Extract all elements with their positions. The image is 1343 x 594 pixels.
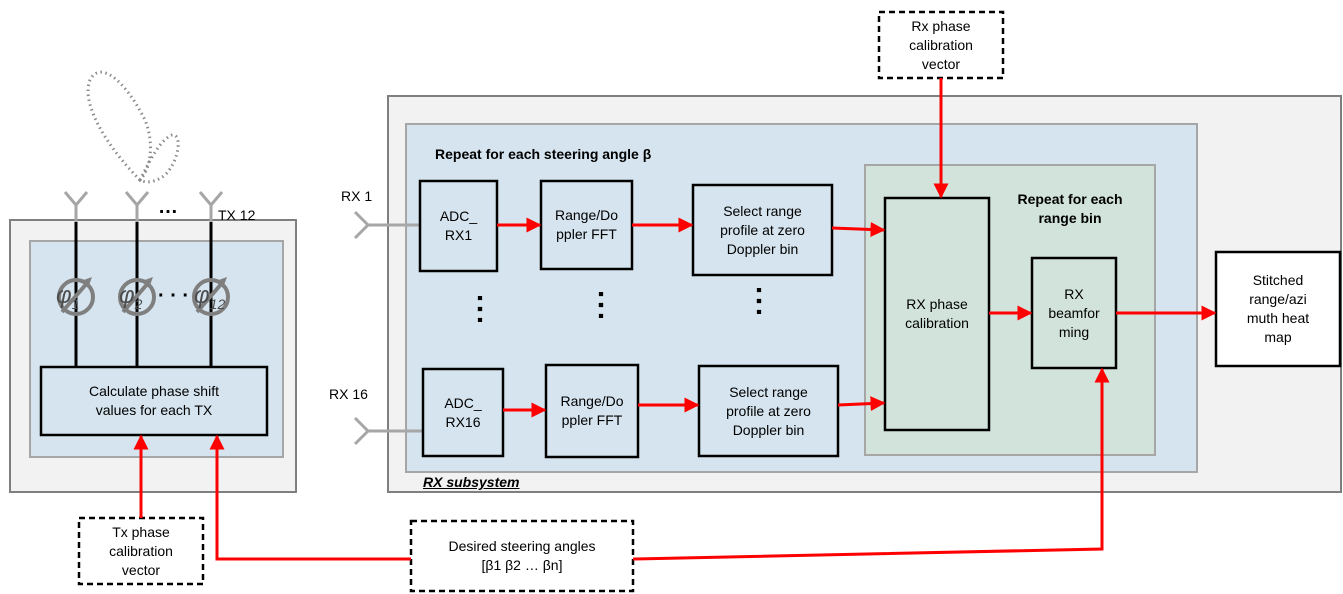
- beamforming-box: [1030, 256, 1118, 370]
- vdots-adc: ::: [470, 287, 490, 328]
- select-rx16-text: Select range profile at zero Doppler bin: [726, 383, 811, 438]
- tx12-label: TX 12: [218, 207, 256, 223]
- rx-calibration-vector-text: Rx phase calibration vector: [909, 17, 973, 72]
- adc-rx1-text: ADC_ RX1: [439, 208, 478, 243]
- rx-antenna-icon: [353, 210, 422, 446]
- steering-angles-text: Desired steering angles [β1 β2 … βn]: [448, 538, 596, 573]
- vdots-select-b: :: [754, 288, 764, 321]
- signal-arrows: [133, 78, 1217, 561]
- select-rx16-box: [697, 364, 840, 458]
- vdots-select: ::: [749, 279, 769, 320]
- phi-sub-2: 2: [134, 295, 143, 312]
- tx-calibration-vector-box: [77, 516, 205, 586]
- rx-blocks: [418, 179, 840, 459]
- phi-sub-12: 12: [209, 295, 226, 312]
- adc-rx16-text: ADC_ RX16: [444, 394, 482, 430]
- phase-symbol-2: φ2: [119, 282, 142, 312]
- tx-ellipsis: …: [158, 196, 178, 218]
- vdots-adc-b: :: [475, 296, 485, 329]
- adc-rx16-box: [421, 367, 505, 458]
- phase-symbol-1: φ1: [56, 282, 79, 312]
- phase-calibration-box: [883, 196, 991, 432]
- steering-angles-box: [409, 519, 635, 593]
- fft-rx16-box: [544, 363, 640, 459]
- calc-phase-shift-text: Calculate phase shift values for each TX: [89, 383, 219, 418]
- phase-calibration-text: RX phase calibration: [905, 296, 969, 331]
- phi-sub-1: 1: [71, 295, 80, 312]
- phase-symbol-12: φ12: [194, 282, 225, 312]
- fft-rx1-box: [539, 179, 634, 271]
- vdots-fft: ::: [591, 283, 611, 324]
- rx16-label: RX 16: [329, 386, 368, 402]
- antenna-icon: [63, 191, 224, 222]
- heatmap-output-box: [1214, 250, 1342, 368]
- vdots-select-a: :: [754, 277, 764, 310]
- select-rx1-box: [691, 183, 834, 277]
- rx1-label: RX 1: [341, 188, 373, 204]
- fft-rx1-text: Range/Do ppler FFT: [554, 207, 619, 242]
- phi-glyph-1: φ: [56, 282, 72, 309]
- rx-subsystem-title: RX subsystem: [423, 474, 520, 490]
- beam-pattern-icon: [86, 70, 180, 184]
- phi-glyph-12: φ: [194, 282, 210, 309]
- heatmap-output-text: Stitched range/azi muth heat map: [1246, 272, 1310, 345]
- repeat-steering-label: Repeat for each steering angle β: [435, 146, 652, 162]
- vdots-fft-a: :: [596, 281, 606, 314]
- tx-calibration-vector-text: Tx phase calibration vector: [109, 523, 173, 578]
- vdots-adc-a: :: [475, 285, 485, 318]
- vdots-fft-b: :: [596, 292, 606, 325]
- beamforming-text: RX beamfor ming: [1048, 285, 1100, 340]
- adc-rx1-box: [418, 179, 499, 273]
- phi-glyph-2: φ: [119, 282, 135, 309]
- phase-ellipsis: · · ·: [158, 285, 190, 307]
- repeat-range-label: Repeat for each range bin: [1017, 191, 1123, 226]
- select-rx1-text: Select range profile at zero Doppler bin: [720, 202, 805, 257]
- calc-phase-shift-box: [39, 365, 269, 437]
- phase-shifter-icon: [57, 277, 230, 316]
- fft-rx16-text: Range/Do ppler FFT: [560, 393, 624, 428]
